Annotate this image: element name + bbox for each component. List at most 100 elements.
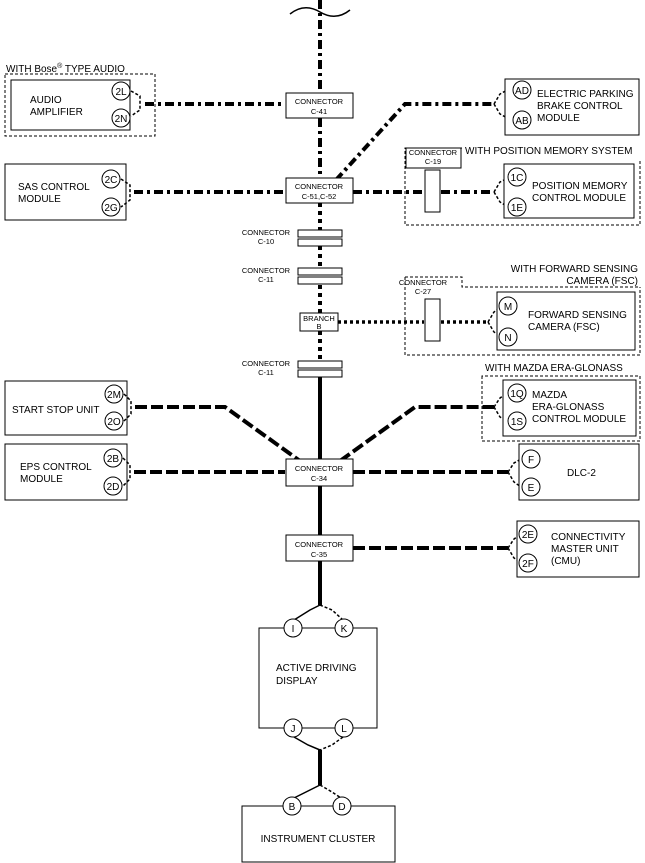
- pin-1E: [507, 197, 527, 217]
- pin-B: [282, 796, 302, 816]
- option-label-position-memory: WITH POSITION MEMORY SYSTEM: [465, 146, 632, 157]
- pin-2D: [103, 476, 123, 496]
- connector-c51-label-2: C-51,C-52: [302, 192, 337, 201]
- group-active-driving-display: I K ACTIVE DRIVING DISPLAY J L: [258, 604, 378, 751]
- pin-K: [334, 618, 354, 638]
- pin-2N-label: 2N: [115, 114, 128, 125]
- connector-c11-upper: CONNECTOR C-11: [242, 266, 343, 285]
- pin-N-label: N: [504, 333, 511, 344]
- group-position-memory: WITH POSITION MEMORY SYSTEM CONNECTOR C-…: [353, 146, 641, 226]
- branch-label-2: B: [316, 322, 321, 331]
- connector-c10: CONNECTOR C-10: [242, 228, 343, 247]
- epb-label-2: BRAKE CONTROL: [537, 101, 623, 112]
- sas-label-2: MODULE: [18, 194, 61, 205]
- branch-b: BRANCH B: [299, 312, 339, 332]
- group-cmu: 2E 2F CONNECTIVITY MASTER UNIT (CMU): [353, 520, 640, 578]
- pin-2D-label: 2D: [107, 482, 120, 493]
- position-memory-label-1: POSITION MEMORY: [532, 181, 628, 192]
- sas-label-1: SAS CONTROL: [18, 182, 90, 193]
- option-box-bose: [4, 73, 156, 137]
- pin-2B: [103, 448, 123, 468]
- connector-c35: CONNECTOR C-35: [285, 534, 354, 562]
- connector-c11b-label-2: C-11: [258, 368, 274, 377]
- group-start-stop: START STOP UNIT 2M 2O: [4, 380, 302, 463]
- connector-c34-label-1: CONNECTOR: [295, 464, 344, 473]
- pin-1Q-label: 1Q: [510, 389, 524, 400]
- group-dlc2: F E DLC-2: [353, 443, 640, 501]
- pin-I-label: I: [292, 624, 295, 635]
- audio-amplifier-label-2: AMPLIFIER: [30, 107, 83, 118]
- pin-2L: [111, 81, 131, 101]
- pin-D-label: D: [338, 802, 345, 813]
- pin-2G-label: 2G: [104, 203, 118, 214]
- audio-amplifier-label-1: AUDIO: [30, 95, 62, 106]
- pin-2O-label: 2O: [107, 417, 121, 428]
- cmu-label-2: MASTER UNIT: [551, 544, 619, 555]
- era-label-2: ERA-GLONASS: [532, 402, 605, 413]
- pin-2E: [518, 524, 538, 544]
- pin-I: [283, 618, 303, 638]
- option-label-fsc-1: WITH FORWARD SENSING: [511, 264, 638, 275]
- add-label-1: ACTIVE DRIVING: [276, 663, 357, 674]
- connector-c19-label-1: CONNECTOR: [409, 148, 458, 157]
- pin-2C-label: 2C: [105, 175, 118, 186]
- pin-1Q: [507, 383, 527, 403]
- pin-J: [283, 718, 303, 738]
- connector-c27-label-1: CONNECTOR: [399, 278, 448, 287]
- pin-M-label: M: [504, 302, 512, 313]
- connector-c35-label-2: C-35: [311, 550, 327, 559]
- pin-2M: [104, 384, 124, 404]
- epb-label-3: MODULE: [537, 113, 580, 124]
- connector-c19-label-2: C-19: [425, 157, 441, 166]
- group-epb: AD AB ELECTRIC PARKING BRAKE CONTROL MOD…: [334, 78, 640, 182]
- connector-c34: CONNECTOR C-34: [285, 458, 354, 487]
- pin-L: [334, 718, 354, 738]
- pin-B-label: B: [289, 802, 296, 813]
- cmu-label-1: CONNECTIVITY: [551, 532, 626, 543]
- group-instrument-cluster: B D INSTRUMENT CLUSTER: [241, 784, 396, 863]
- position-memory-label-2: CONTROL MODULE: [532, 193, 626, 204]
- fsc-label-1: FORWARD SENSING: [528, 310, 627, 321]
- connector-c35-label-1: CONNECTOR: [295, 540, 344, 549]
- cmu-label-3: (CMU): [551, 556, 580, 567]
- pin-2G: [101, 197, 121, 217]
- pin-2O: [104, 411, 124, 431]
- pin-2N: [111, 108, 131, 128]
- pin-1E-label: 1E: [511, 203, 524, 214]
- pin-2B-label: 2B: [107, 454, 120, 465]
- connector-c41-label-2: C-41: [311, 107, 327, 116]
- pin-E: [521, 477, 541, 497]
- group-bose-audio: WITH Bose® TYPE AUDIO AUDIO AMPLIFIER 2L…: [4, 62, 285, 137]
- option-label-fsc-2: CAMERA (FSC): [566, 276, 638, 287]
- pin-2F-label: 2F: [522, 559, 534, 570]
- pin-F: [521, 449, 541, 469]
- pin-J-label: J: [291, 724, 296, 735]
- option-label-era-glonass: WITH MAZDA ERA-GLONASS: [485, 363, 623, 374]
- group-eps: EPS CONTROL MODULE 2B 2D: [4, 443, 285, 501]
- connector-c10-label-2: C-10: [258, 237, 274, 246]
- eps-label-1: EPS CONTROL: [20, 462, 92, 473]
- pin-L-label: L: [341, 724, 347, 735]
- break-mark: [289, 7, 351, 17]
- pin-2E-label: 2E: [522, 530, 535, 541]
- pin-AD-label: AD: [515, 86, 529, 97]
- pin-K-label: K: [341, 624, 348, 635]
- forward-sensing-camera-module: [496, 291, 636, 351]
- group-fsc: WITH FORWARD SENSING CAMERA (FSC) CONNEC…: [338, 264, 641, 356]
- pin-AB-label: AB: [515, 116, 529, 127]
- branch-label-1: BRANCH: [303, 314, 335, 323]
- pin-AB: [512, 110, 532, 130]
- add-label-2: DISPLAY: [276, 676, 318, 687]
- connector-c51-label-1: CONNECTOR: [295, 182, 344, 191]
- pin-2M-label: 2M: [107, 390, 121, 401]
- era-label-1: MAZDA: [532, 390, 567, 401]
- eps-label-2: MODULE: [20, 474, 63, 485]
- connector-c27-label-2: C-27: [415, 287, 431, 296]
- connector-c34-label-2: C-34: [311, 474, 327, 483]
- pin-E-label: E: [528, 483, 535, 494]
- option-label-bose: WITH Bose® TYPE AUDIO: [6, 62, 125, 75]
- dlc2-label: DLC-2: [567, 468, 596, 479]
- instrument-cluster-module: [241, 805, 396, 863]
- connector-c11a-label-2: C-11: [258, 275, 274, 284]
- active-driving-display-module: [258, 627, 378, 729]
